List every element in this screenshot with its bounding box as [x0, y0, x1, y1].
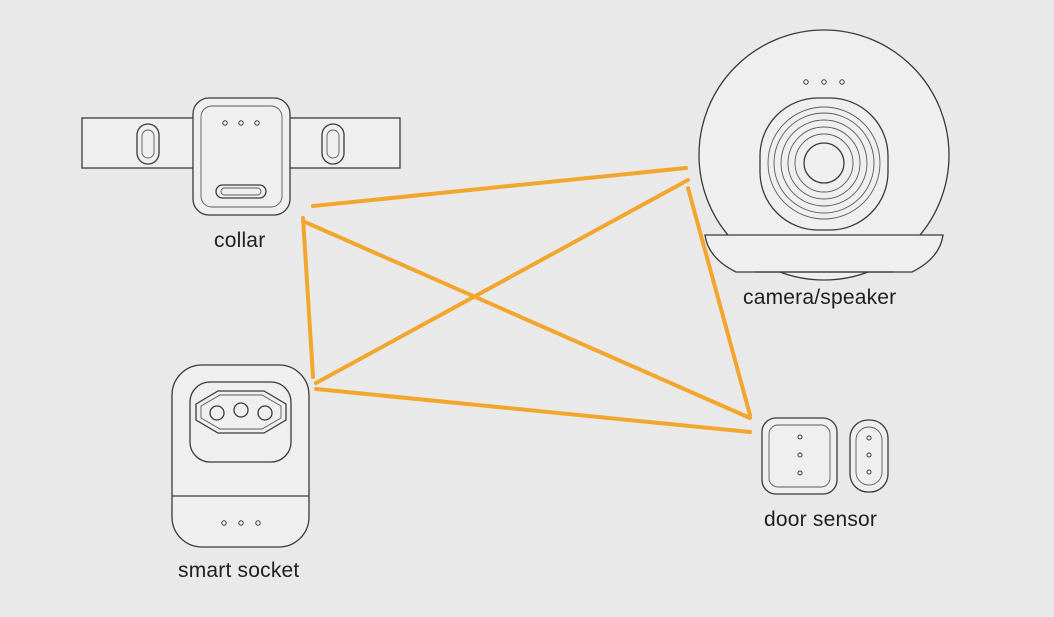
- door-sensor-label: door sensor: [764, 508, 878, 531]
- smart-socket-label: smart socket: [178, 559, 300, 582]
- collar-led-dot: [254, 120, 260, 126]
- socket-led-dot: [238, 520, 244, 526]
- socket-hole: [209, 405, 225, 421]
- smart-socket-icon: [171, 364, 310, 548]
- door-sensor-dot: [797, 470, 803, 476]
- connection-line-collar-socket: [301, 216, 315, 379]
- collar-body: [192, 97, 291, 216]
- connection-line-socket-door: [314, 387, 752, 434]
- camera-lens: [803, 142, 845, 184]
- collar-label: collar: [214, 229, 266, 252]
- socket-led-dot: [221, 520, 227, 526]
- collar-button: [215, 184, 267, 199]
- camera-speaker-label: camera/speaker: [743, 286, 897, 309]
- door-sensor-dot: [866, 452, 872, 458]
- door-sensor-dot: [797, 452, 803, 458]
- socket-led-dot: [255, 520, 261, 526]
- connection-line-collar-camera: [311, 166, 688, 208]
- camera-base: [704, 234, 944, 273]
- connections-layer: [301, 166, 752, 434]
- connection-line-camera-door: [686, 186, 752, 417]
- collar-icon: [81, 97, 401, 216]
- door-sensor-icon: [761, 417, 889, 495]
- camera-speaker-icon: [698, 29, 950, 281]
- door-sensor-dot: [797, 434, 803, 440]
- door-sensor-dot: [866, 435, 872, 441]
- collar-led-dot: [238, 120, 244, 126]
- connection-line-collar-door: [303, 220, 752, 420]
- camera-led-dot: [839, 79, 845, 85]
- door-sensor-dot: [866, 469, 872, 475]
- socket-hole: [257, 405, 273, 421]
- socket-hole: [233, 402, 249, 418]
- collar-led-dot: [222, 120, 228, 126]
- camera-led-dot: [803, 79, 809, 85]
- connection-line-socket-camera: [314, 178, 690, 385]
- camera-led-dot: [821, 79, 827, 85]
